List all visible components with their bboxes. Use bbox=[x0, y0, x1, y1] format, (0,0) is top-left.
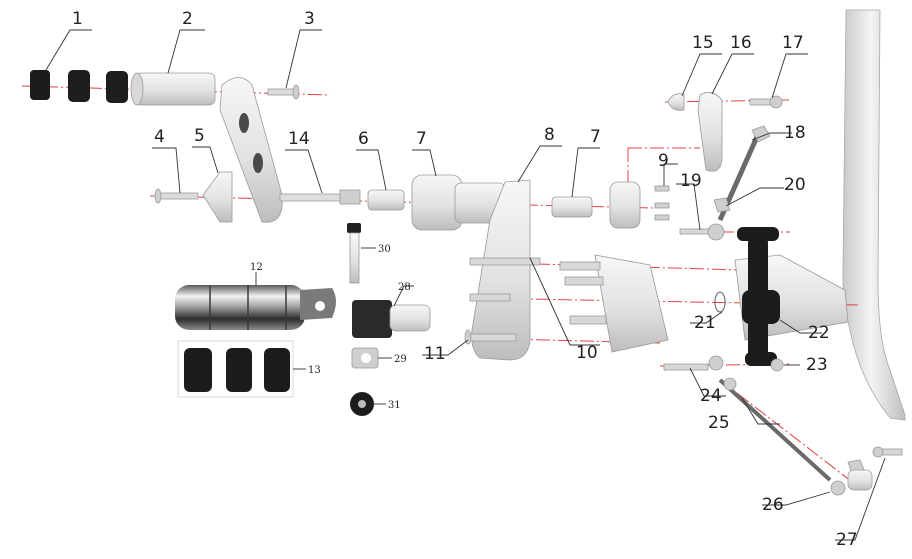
callout-26: 26 bbox=[762, 495, 784, 515]
part-12-chrome-footpeg bbox=[175, 285, 336, 330]
callout-18: 18 bbox=[784, 123, 806, 143]
callout-14: 14 bbox=[288, 129, 310, 149]
callout-24: 24 bbox=[700, 386, 722, 406]
part-30-pin bbox=[347, 223, 361, 284]
part-5-cone-spacer bbox=[202, 171, 233, 223]
part-13-rubber-pads bbox=[177, 340, 294, 398]
callout-29: 29 bbox=[394, 354, 407, 365]
callout-11: 11 bbox=[424, 344, 446, 364]
callout-31: 31 bbox=[388, 400, 401, 411]
part-11-bolts bbox=[464, 329, 517, 345]
callout-3: 3 bbox=[304, 9, 315, 29]
part-16-lever-plate bbox=[697, 92, 723, 172]
part-4-bolt bbox=[154, 188, 199, 204]
part-28-clevis bbox=[352, 300, 431, 338]
part-2-sleeve bbox=[130, 72, 216, 106]
callout-2: 2 bbox=[182, 9, 193, 29]
part-17-bolt bbox=[749, 95, 783, 109]
callout-23: 23 bbox=[806, 355, 828, 375]
callout-20: 20 bbox=[784, 175, 806, 195]
callout-30: 30 bbox=[378, 244, 391, 255]
part-26-rod-end bbox=[830, 469, 873, 496]
part-31-nut bbox=[350, 392, 374, 416]
callout-12: 12 bbox=[250, 262, 263, 273]
part-14-long-bolt bbox=[279, 189, 361, 205]
callout-17: 17 bbox=[782, 33, 804, 53]
callout-25: 25 bbox=[708, 413, 730, 433]
frame-tube bbox=[842, 9, 906, 421]
axis-lines bbox=[21, 85, 861, 489]
part-3-bolt bbox=[267, 84, 300, 100]
callout-9: 9 bbox=[658, 151, 669, 171]
part-24-bolt bbox=[663, 355, 724, 371]
callout-5: 5 bbox=[194, 126, 205, 146]
callout-10: 10 bbox=[576, 343, 598, 363]
part-9-small-bolts bbox=[654, 185, 670, 221]
callout-6: 6 bbox=[358, 129, 369, 149]
callout-16: 16 bbox=[730, 33, 752, 53]
callout-21: 21 bbox=[694, 313, 716, 333]
callout-7a: 7 bbox=[416, 129, 427, 149]
callout-19: 19 bbox=[680, 171, 702, 191]
cam-collar bbox=[609, 181, 641, 229]
part-25-linkage-rod bbox=[718, 377, 865, 482]
part-10-backing-plate bbox=[469, 254, 669, 353]
callout-1: 1 bbox=[72, 9, 83, 29]
callout-27: 27 bbox=[836, 530, 858, 550]
leader-lines bbox=[45, 29, 886, 541]
part-7-sleeve bbox=[551, 196, 593, 218]
part-6-spacer bbox=[367, 189, 405, 211]
part-27-bolt bbox=[872, 446, 903, 458]
part-29-plate bbox=[351, 347, 379, 369]
part-19-20-rod-end bbox=[679, 197, 731, 241]
part-15-dome-nut bbox=[667, 93, 685, 111]
callout-labels: 1 2 3 4 5 6 7 7 8 9 10 11 12 13 14 15 16… bbox=[72, 9, 858, 550]
callout-8: 8 bbox=[544, 125, 555, 145]
callout-4: 4 bbox=[154, 127, 165, 147]
part-1-rubber-bushings bbox=[30, 70, 128, 103]
callout-28: 28 bbox=[398, 282, 411, 293]
part-21-washer bbox=[714, 291, 726, 313]
callout-13: 13 bbox=[308, 365, 321, 376]
part-22-pivot-arm bbox=[734, 227, 849, 366]
part-23-nut bbox=[770, 358, 784, 372]
callout-22: 22 bbox=[808, 323, 830, 343]
callout-7b: 7 bbox=[590, 127, 601, 147]
callout-15: 15 bbox=[692, 33, 714, 53]
